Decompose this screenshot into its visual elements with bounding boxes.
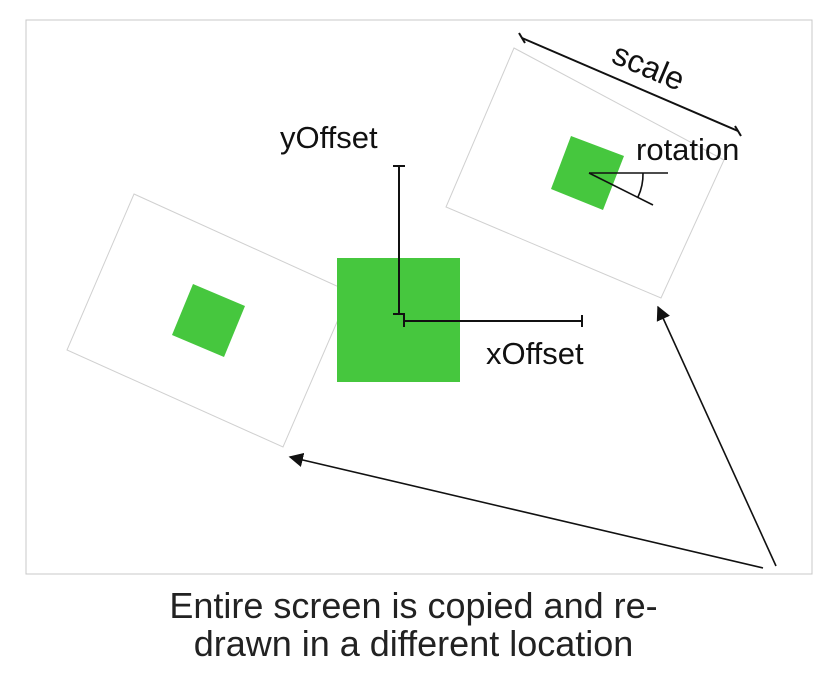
rotation-label: rotation <box>636 132 739 167</box>
rotation-indicator <box>588 172 668 206</box>
y-offset-measure <box>393 165 405 315</box>
arrow-to-left-copy <box>288 452 764 569</box>
scale-label: scale <box>607 35 690 97</box>
x-offset-label: xOffset <box>486 336 584 371</box>
screen-border <box>25 19 813 575</box>
left-copy-square <box>172 284 245 357</box>
left-copy-frame <box>66 193 351 448</box>
scale-measure <box>518 32 742 137</box>
right-copy-square <box>551 136 624 210</box>
right-copy-frame <box>445 47 725 299</box>
y-offset-label: yOffset <box>280 120 378 155</box>
arrow-to-right-copy <box>656 305 777 567</box>
x-offset-measure <box>403 315 583 327</box>
caption-line-2: drawn in a different location <box>193 623 634 664</box>
caption-line-1: Entire screen is copied and re- <box>169 585 658 626</box>
